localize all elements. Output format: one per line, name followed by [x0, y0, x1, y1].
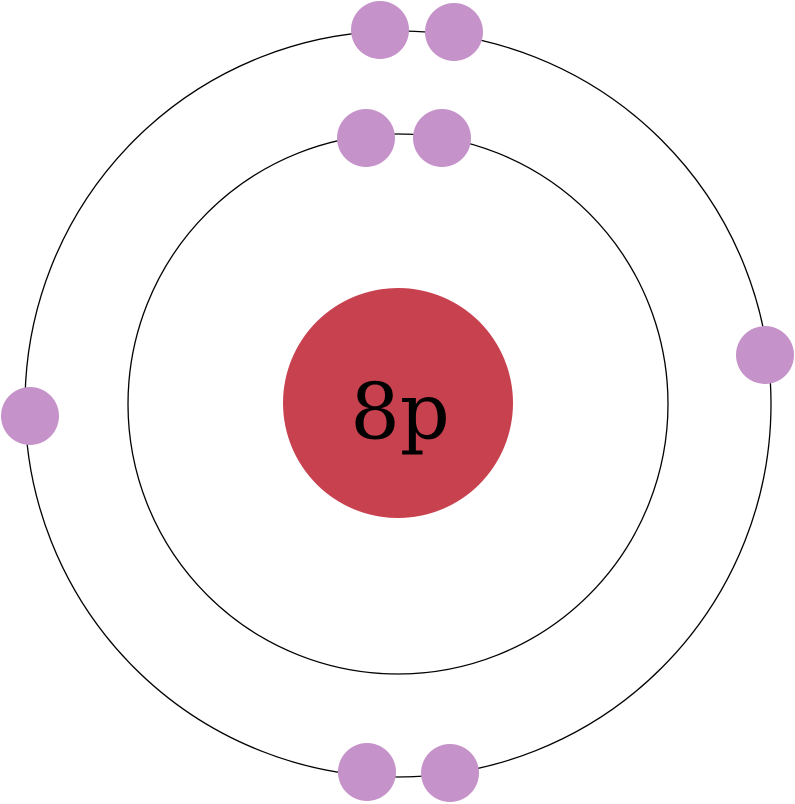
outer-shell-electron: [425, 3, 483, 61]
nucleus: [283, 288, 513, 518]
inner-shell: [127, 133, 669, 675]
outer-shell-electron: [338, 743, 396, 801]
inner-shell-electron: [337, 109, 395, 167]
outer-shell-electron: [1, 387, 59, 445]
outer-shell-electron: [736, 326, 794, 384]
outer-shell-electron: [421, 744, 479, 802]
inner-shell-electron: [413, 109, 471, 167]
nucleus-label: 8p: [350, 368, 450, 458]
outer-shell-electron: [351, 1, 409, 59]
